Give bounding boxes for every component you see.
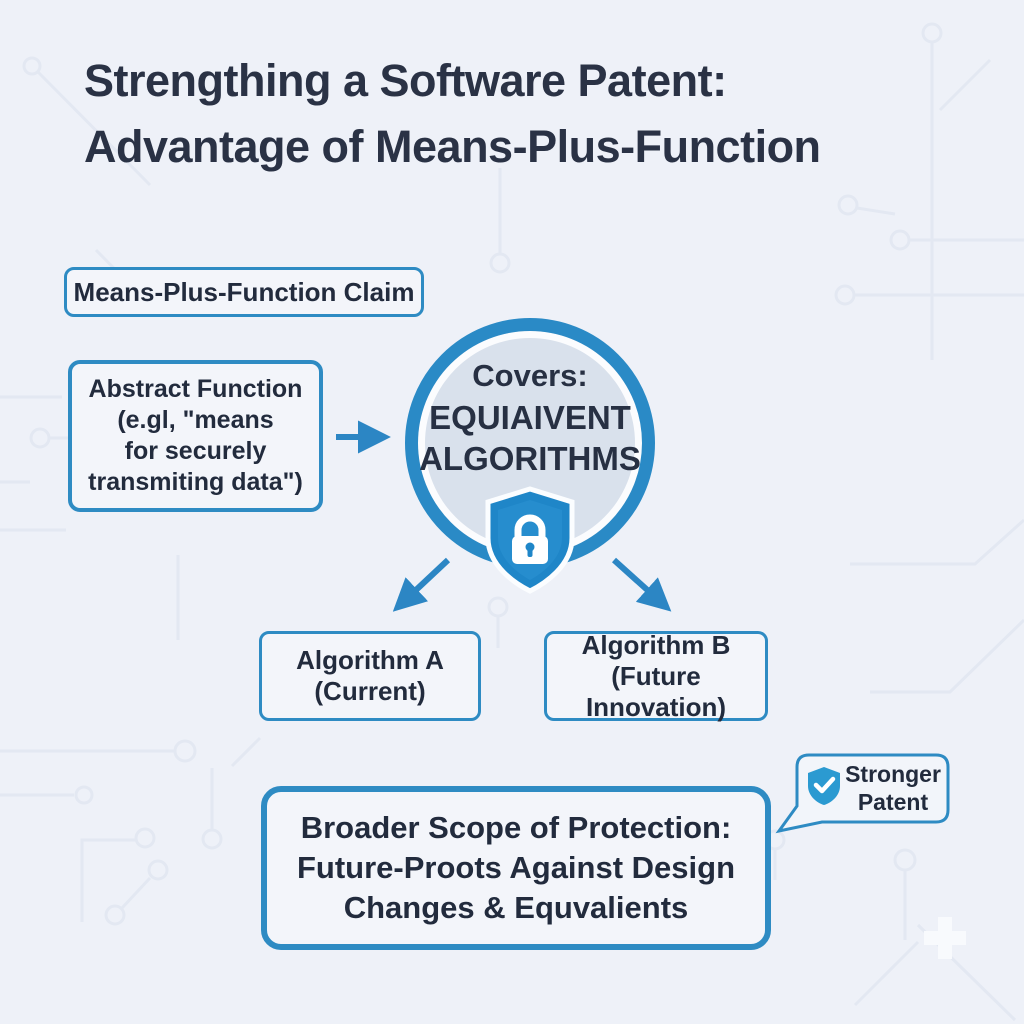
- title-line-1: Strengthing a Software Patent:: [84, 55, 727, 106]
- callout-text: Stronger Patent: [842, 760, 944, 816]
- equivalent-label: EQUIAIVENT: [429, 399, 631, 436]
- shield-lock-svg: [485, 486, 575, 594]
- abstract-line-1: Abstract Function: [88, 375, 303, 403]
- claim-box-label: Means-Plus-Function Claim: [73, 276, 415, 307]
- title-line-2: Advantage of Means-Plus-Function: [84, 121, 821, 172]
- algorithm-b-line-2: (Future Innovation): [585, 660, 727, 722]
- algorithm-a-box: Algorithm A (Current): [259, 631, 481, 721]
- callout-line-1: Stronger: [845, 761, 941, 787]
- check-badge-icon: [806, 766, 842, 806]
- algorithm-a-line-2: (Current): [314, 676, 426, 706]
- page-title: Strengthing a Software Patent: Advantage…: [84, 48, 964, 180]
- benefit-box: Broader Scope of Protection: Future-Proo…: [261, 786, 771, 950]
- shield-lock-icon: [482, 486, 578, 594]
- plus-glyph: [924, 917, 966, 959]
- benefit-line-1: Broader Scope of Protection:: [300, 810, 732, 845]
- benefit-line-2: Future-Proots Against Design: [296, 850, 736, 885]
- check-badge-svg: [808, 767, 840, 805]
- benefit-line-3: Changes & Equvalients: [343, 890, 689, 925]
- abstract-function-box: Abstract Function (e.gl, "means for secu…: [68, 360, 323, 512]
- abstract-line-4: transmiting data"): [88, 468, 303, 496]
- abstract-line-2: (e.gl, "means: [117, 406, 274, 434]
- covers-label: Covers:: [472, 358, 588, 393]
- abstract-line-3: for securely: [124, 437, 267, 465]
- algorithm-b-box: Algorithm B (Future Innovation): [544, 629, 768, 722]
- coverage-circle-text: Covers: EQUIAIVENT ALGORITHMS: [415, 355, 645, 479]
- claim-box: Means-Plus-Function Claim: [64, 267, 424, 317]
- arrow-circle-to-algorithm-b: [611, 557, 672, 612]
- arrow-circle-to-algorithm-a: [392, 557, 451, 612]
- algorithm-b-line-1: Algorithm B: [581, 629, 731, 660]
- algorithms-label: ALGORITHMS: [419, 440, 641, 477]
- callout-line-2: Patent: [857, 789, 929, 815]
- algorithm-a-line-1: Algorithm A: [296, 645, 444, 675]
